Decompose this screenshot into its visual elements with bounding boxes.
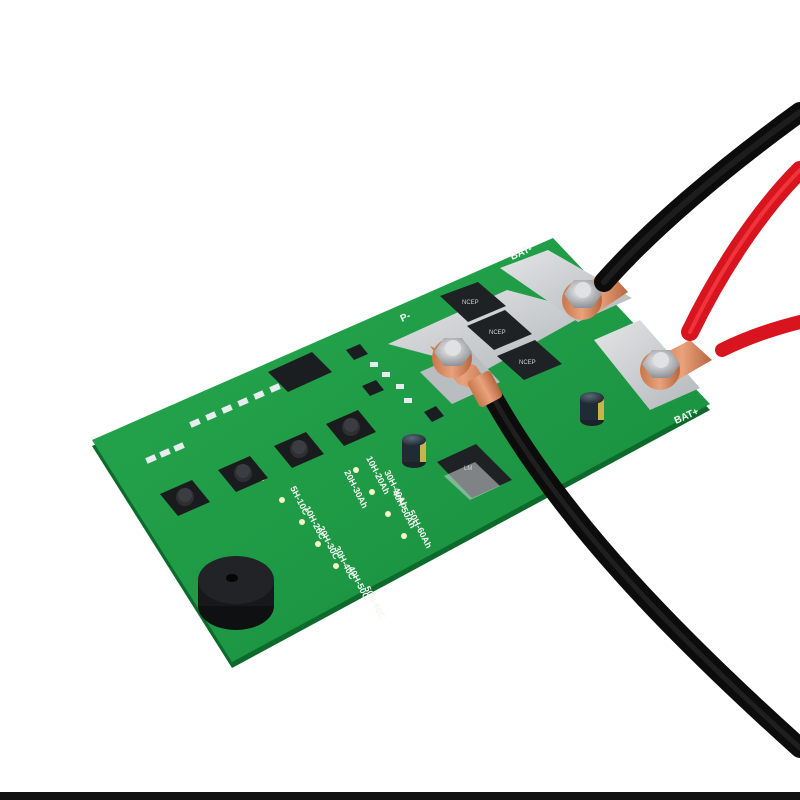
mosfet-4-label: LM <box>464 466 472 472</box>
transistor <box>346 344 368 360</box>
capacitors <box>402 392 604 468</box>
small-components <box>145 344 444 569</box>
mosfet-1-label: NCEP <box>462 300 479 306</box>
resistor-row <box>145 362 412 464</box>
range-label-11: 50H-60C <box>362 584 387 621</box>
cables <box>467 102 800 758</box>
mosfet-2-label: NCEP <box>489 330 506 336</box>
p-minus-label: P- <box>399 311 413 325</box>
terminal-bat-plus <box>640 340 712 390</box>
ic-chip <box>268 352 332 392</box>
mosfet-3 <box>497 340 562 380</box>
tactile-buttons <box>160 410 376 516</box>
button-1 <box>160 480 210 516</box>
bottom-border <box>0 792 800 800</box>
mosfet-1 <box>440 282 506 322</box>
mosfet-3-label: NCEP <box>519 360 536 366</box>
buzzer <box>198 556 274 630</box>
button-2 <box>218 456 268 492</box>
mosfet-group: NCEP NCEP NCEP LM <box>437 282 562 500</box>
mosfet-2 <box>467 310 532 350</box>
terminal-lugs <box>430 270 712 396</box>
red-cable-lower <box>715 315 800 357</box>
capacitor-2 <box>580 392 604 426</box>
terminal-bat-minus <box>562 270 628 320</box>
capacitor-1 <box>402 434 426 468</box>
button-4 <box>326 410 376 446</box>
button-3 <box>274 432 324 468</box>
